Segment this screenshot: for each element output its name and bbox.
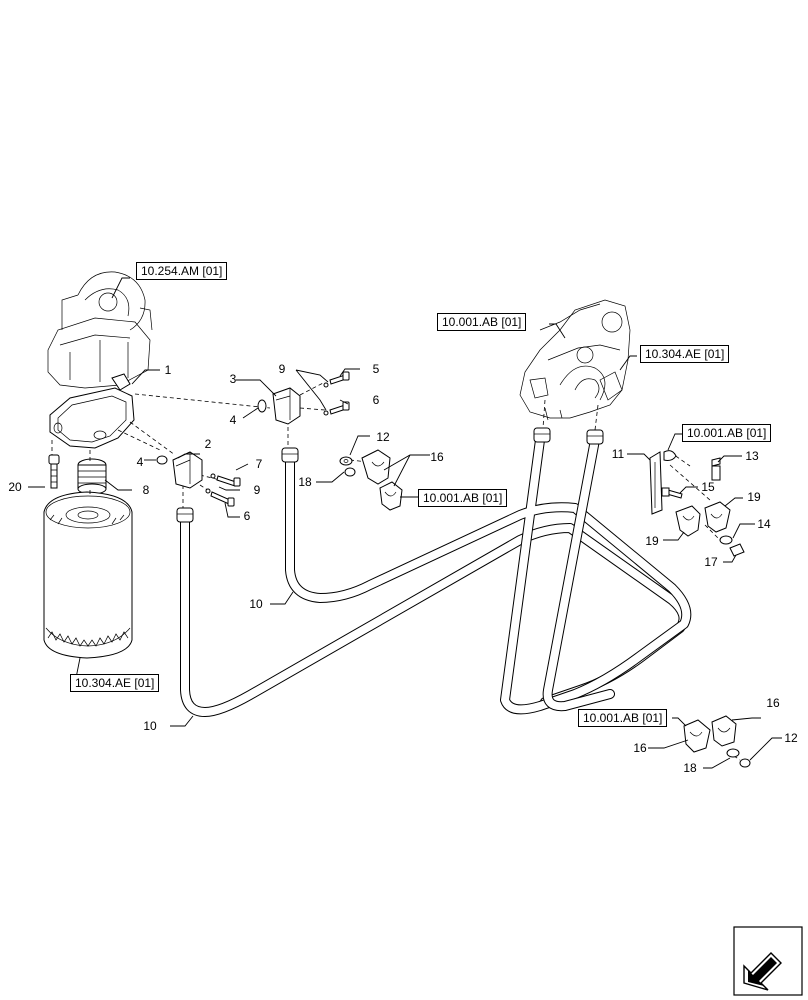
- hose-10-lower: [180, 515, 689, 717]
- callout-12: 12: [784, 731, 798, 745]
- callout-20: 20: [8, 480, 22, 494]
- bolt-20: [48, 454, 60, 489]
- clamp-16-mid: [339, 449, 403, 511]
- reference-label[interactable]: 10.001.AB [01]: [682, 424, 772, 442]
- callout-2: 2: [204, 437, 212, 451]
- callout-12: 12: [376, 430, 390, 444]
- callout-4: 4: [136, 455, 144, 469]
- reference-label[interactable]: 10.304.AE [01]: [70, 674, 160, 692]
- filter-head-housing: [47, 271, 153, 389]
- callout-18: 18: [683, 761, 697, 775]
- callout-1: 1: [164, 363, 172, 377]
- nipple-8: [77, 458, 107, 495]
- callout-leaders: [28, 277, 782, 769]
- bracket-11-assembly: [649, 450, 745, 557]
- bolts-5-6-7: [205, 371, 350, 507]
- callout-4: 4: [229, 413, 237, 427]
- callout-9: 9: [253, 483, 261, 497]
- callout-3: 3: [229, 372, 237, 386]
- engine-block: [519, 299, 631, 421]
- callout-16: 16: [766, 696, 780, 710]
- reference-label[interactable]: 10.304.AE [01]: [640, 345, 730, 363]
- next-page-arrow-icon[interactable]: [733, 926, 803, 996]
- callout-17: 17: [704, 555, 718, 569]
- reference-label[interactable]: 10.001.AB [01]: [437, 313, 527, 331]
- hose-10-right: [542, 435, 615, 712]
- reference-label[interactable]: 10.001.AB [01]: [578, 709, 668, 727]
- hose-10-upper: [285, 435, 692, 715]
- callout-8: 8: [142, 483, 150, 497]
- clamp-16-bottom: [683, 715, 751, 768]
- callout-14: 14: [757, 517, 771, 531]
- callout-16: 16: [430, 450, 444, 464]
- callout-19: 19: [645, 534, 659, 548]
- oil-filter-cartridge: [43, 491, 133, 659]
- callout-6: 6: [243, 509, 251, 523]
- callout-15: 15: [701, 480, 715, 494]
- callout-18: 18: [298, 475, 312, 489]
- callout-16: 16: [633, 741, 647, 755]
- callout-11: 11: [611, 447, 625, 461]
- hose-fittings: [176, 427, 604, 523]
- callout-10: 10: [249, 597, 263, 611]
- dashed-leaders: [51, 381, 741, 761]
- banjo-fitting-2: [156, 451, 203, 489]
- banjo-fitting-3: [257, 387, 301, 425]
- callout-6: 6: [372, 393, 380, 407]
- reference-label[interactable]: 10.254.AM [01]: [136, 262, 228, 280]
- callout-5: 5: [372, 362, 380, 376]
- filter-head: [49, 373, 135, 449]
- callout-10: 10: [143, 719, 157, 733]
- reference-label[interactable]: 10.001.AB [01]: [418, 489, 508, 507]
- callout-19: 19: [747, 490, 761, 504]
- callout-7: 7: [255, 457, 263, 471]
- callout-13: 13: [745, 449, 759, 463]
- callout-9: 9: [278, 362, 286, 376]
